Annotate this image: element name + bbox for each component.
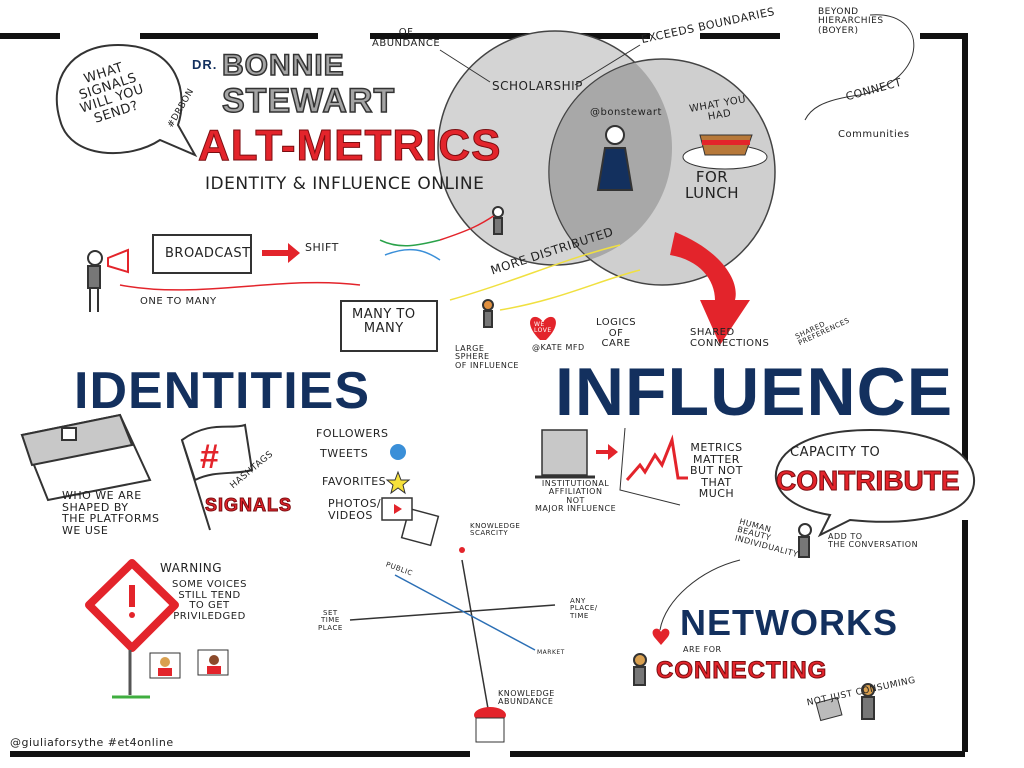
big-red-arrow (670, 232, 750, 345)
shared-connections-label: SHARED CONNECTIONS (690, 327, 770, 349)
many-to-many-label: MANY TO MANY (352, 307, 416, 336)
of-abundance-label: OF ABUNDANCE (372, 27, 441, 49)
broadcast-box (152, 234, 252, 274)
set-time-place-label: SET TIME PLACE (318, 609, 343, 632)
networks-curve (659, 559, 741, 631)
star-icon (385, 470, 411, 495)
svg-text:#: # (200, 438, 219, 476)
connection-lines (119, 214, 641, 311)
broadcast-label: BROADCAST (165, 246, 251, 261)
laptop-icon (815, 696, 843, 722)
we-love-label: WE LOVE (534, 321, 552, 335)
dr-label: DR. (192, 57, 218, 72)
scholarship-label: SCHOLARSHIP (492, 79, 583, 93)
main-title: ALT-METRICS (198, 121, 502, 170)
knowledge-scarcity-label: KNOWLEDGE SCARCITY (470, 522, 521, 538)
large-sphere-label: LARGE SPHERE of INFLUENCE (455, 344, 519, 370)
capacity-to-label: CAPACITY TO (790, 445, 881, 460)
warning-label: WARNING (160, 561, 223, 575)
influence-heading: INFLUENCE (555, 354, 954, 430)
stick-figures (87, 125, 875, 720)
contribute-label: CONTRIBUTE (776, 465, 961, 496)
beyond-hierarchies-label: BEYOND HIERARCHIES (BOYER) (818, 7, 884, 36)
profile-caption: WHO WE ARE SHAPED BY THE PLATFORMS WE US… (62, 489, 160, 537)
networks-heading: NETWORKS (680, 602, 898, 643)
metrics-chart (619, 427, 688, 506)
identities-heading: IDENTITIES (74, 362, 371, 420)
for-lunch-label: FOR LUNCH (685, 168, 740, 202)
shift-label: SHIFT (305, 241, 339, 254)
warning-sign-icon (85, 559, 229, 699)
connecting-label: CONNECTING (655, 657, 828, 684)
heart-icon (652, 628, 670, 645)
communities-label: Communities (838, 129, 910, 140)
first-name: BONNIE (221, 49, 345, 82)
institutional-label: INSTITUTIONAL AFFILIATION NOT MAJOR INFL… (535, 479, 617, 514)
one-to-many-label: ONE TO MANY (140, 296, 217, 307)
institution-building-icon (535, 429, 595, 479)
kate-handle: @KATE MFD (532, 343, 585, 352)
speech-bubble (55, 43, 198, 158)
profile-card-icon (20, 413, 152, 502)
twitter-bird-icon (390, 444, 406, 460)
scarcity-dot (459, 547, 465, 553)
are-for-label: ARE FOR (683, 645, 722, 654)
we-love-heart (530, 316, 556, 340)
apple-basket-icon (474, 707, 506, 743)
arrow-exceeds (574, 44, 641, 86)
tweets-label: TWEETS (320, 447, 369, 460)
photo-video-icon (381, 497, 440, 547)
shift-arrow (262, 243, 300, 263)
signals-label: SIGNALS (204, 495, 293, 515)
subtitle: IDENTITY & INFLUENCE ONLINE (205, 174, 485, 194)
megaphone-icon (107, 248, 129, 274)
hashtag-flag-icon: # (180, 423, 254, 531)
knowledge-abundance-label: KNOWLEDGE ABUNDANCE (498, 689, 555, 707)
add-to-conversation-label: ADD TO THE CONVERSATION (828, 532, 919, 550)
market-label: MARKET (537, 649, 565, 656)
knowledge-axes (349, 559, 556, 721)
capacity-speech-bubble (774, 428, 975, 538)
frame (0, 33, 968, 757)
followers-label: FOLLOWERS (316, 427, 389, 440)
artist-credit: @giuliaforsythe #et4online (10, 736, 174, 749)
arrow-of-abundance (439, 49, 491, 83)
connect-curve (804, 14, 915, 121)
many-to-many-box (340, 300, 438, 352)
logics-of-care-label: LOGICS OF CARE (596, 317, 637, 349)
twitter-handle: @bonstewart (590, 107, 662, 118)
warning-text: SOME VOICES STILL TEND TO GET PRIVILEDGE… (172, 579, 247, 622)
photos-videos-label: PHOTOS/ VIDEOS (328, 497, 382, 522)
last-name: STEWART (221, 82, 396, 120)
any-place-time-label: ANY PLACE/ TIME (570, 597, 598, 620)
small-red-arrow (596, 444, 618, 460)
favorites-label: FAVORITES (322, 475, 387, 488)
metrics-matter-label: METRICS MATTER but NOT that MUCH (690, 441, 743, 501)
sandwich-icon (682, 134, 768, 170)
